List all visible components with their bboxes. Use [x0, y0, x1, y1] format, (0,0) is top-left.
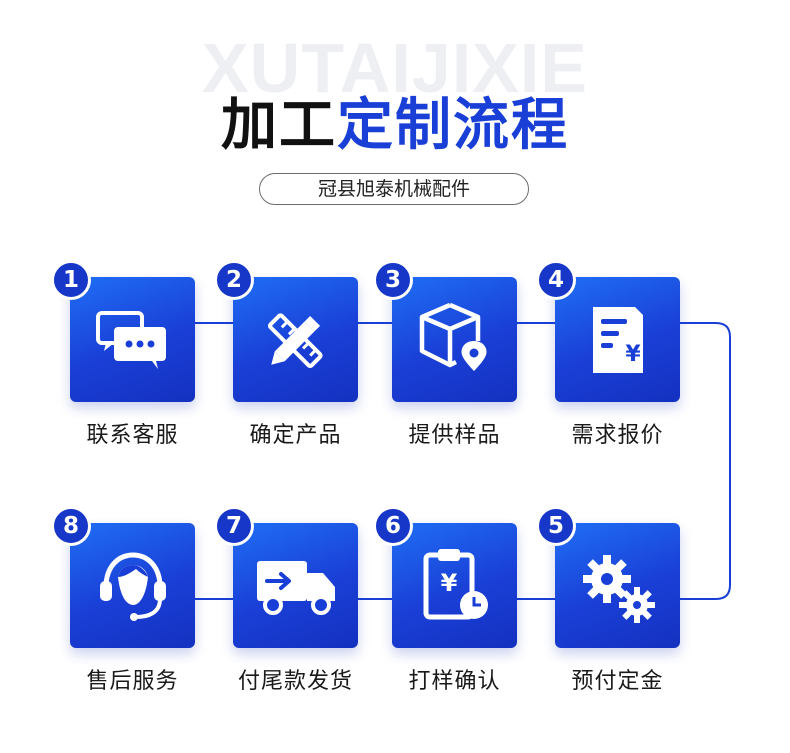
step-2-card	[233, 277, 358, 402]
step-1: 1 联系客服	[51, 260, 240, 477]
clipboard-clock-icon: ¥	[423, 548, 488, 619]
step-4-badge: 4	[536, 260, 576, 300]
step-1-card	[70, 277, 195, 402]
yen-glyph: ¥	[625, 342, 641, 367]
step-5-label: 预付定金	[571, 669, 664, 694]
step-6: ¥ 6 打样确认	[373, 506, 562, 723]
title-main: 加工	[221, 93, 337, 158]
step-7-label: 付尾款发货	[237, 669, 353, 694]
step-7-badge: 7	[214, 506, 254, 546]
step-3-card	[392, 277, 517, 402]
step-8: 8 售后服务	[51, 506, 240, 723]
chat-bubbles-icon	[95, 310, 166, 369]
step-4: ¥ 4 需求报价	[536, 260, 725, 477]
step-3: 3 提供样品	[373, 260, 562, 477]
watermark-text: XUTAIJIXIE	[201, 29, 588, 107]
step-7-card	[233, 523, 358, 648]
gears-icon	[582, 554, 655, 623]
step-7: 7 付尾款发货	[214, 506, 403, 723]
step-5-badge: 5	[536, 506, 576, 546]
step-2: 2 确定产品	[214, 260, 403, 477]
page-title: 加工定制流程	[0, 80, 790, 161]
box-location-icon	[419, 302, 486, 371]
company-name-pill: 冠县旭泰机械配件	[259, 173, 529, 205]
step-2-label: 确定产品	[249, 423, 342, 448]
step-8-badge: 8	[51, 506, 91, 546]
title-accent: 定制流程	[337, 93, 569, 158]
step-5: 5 预付定金	[536, 506, 725, 723]
step-8-label: 售后服务	[86, 669, 179, 694]
delivery-truck-icon	[256, 560, 335, 615]
step-3-badge: 3	[373, 260, 413, 300]
step-4-card: ¥	[555, 277, 680, 402]
step-1-label: 联系客服	[86, 423, 179, 448]
yen-glyph: ¥	[440, 569, 457, 597]
step-6-label: 打样确认	[408, 669, 501, 694]
step-4-label: 需求报价	[571, 423, 664, 448]
step-8-card	[70, 523, 195, 648]
step-6-card: ¥	[392, 523, 517, 648]
step-2-badge: 2	[214, 260, 254, 300]
step-1-badge: 1	[51, 260, 91, 300]
step-5-card	[555, 523, 680, 648]
step-6-badge: 6	[373, 506, 413, 546]
step-3-label: 提供样品	[408, 423, 501, 448]
price-document-icon: ¥	[592, 306, 643, 373]
headset-support-icon	[99, 551, 166, 621]
pencil-ruler-icon	[267, 312, 323, 368]
connector-4-5	[680, 322, 731, 600]
